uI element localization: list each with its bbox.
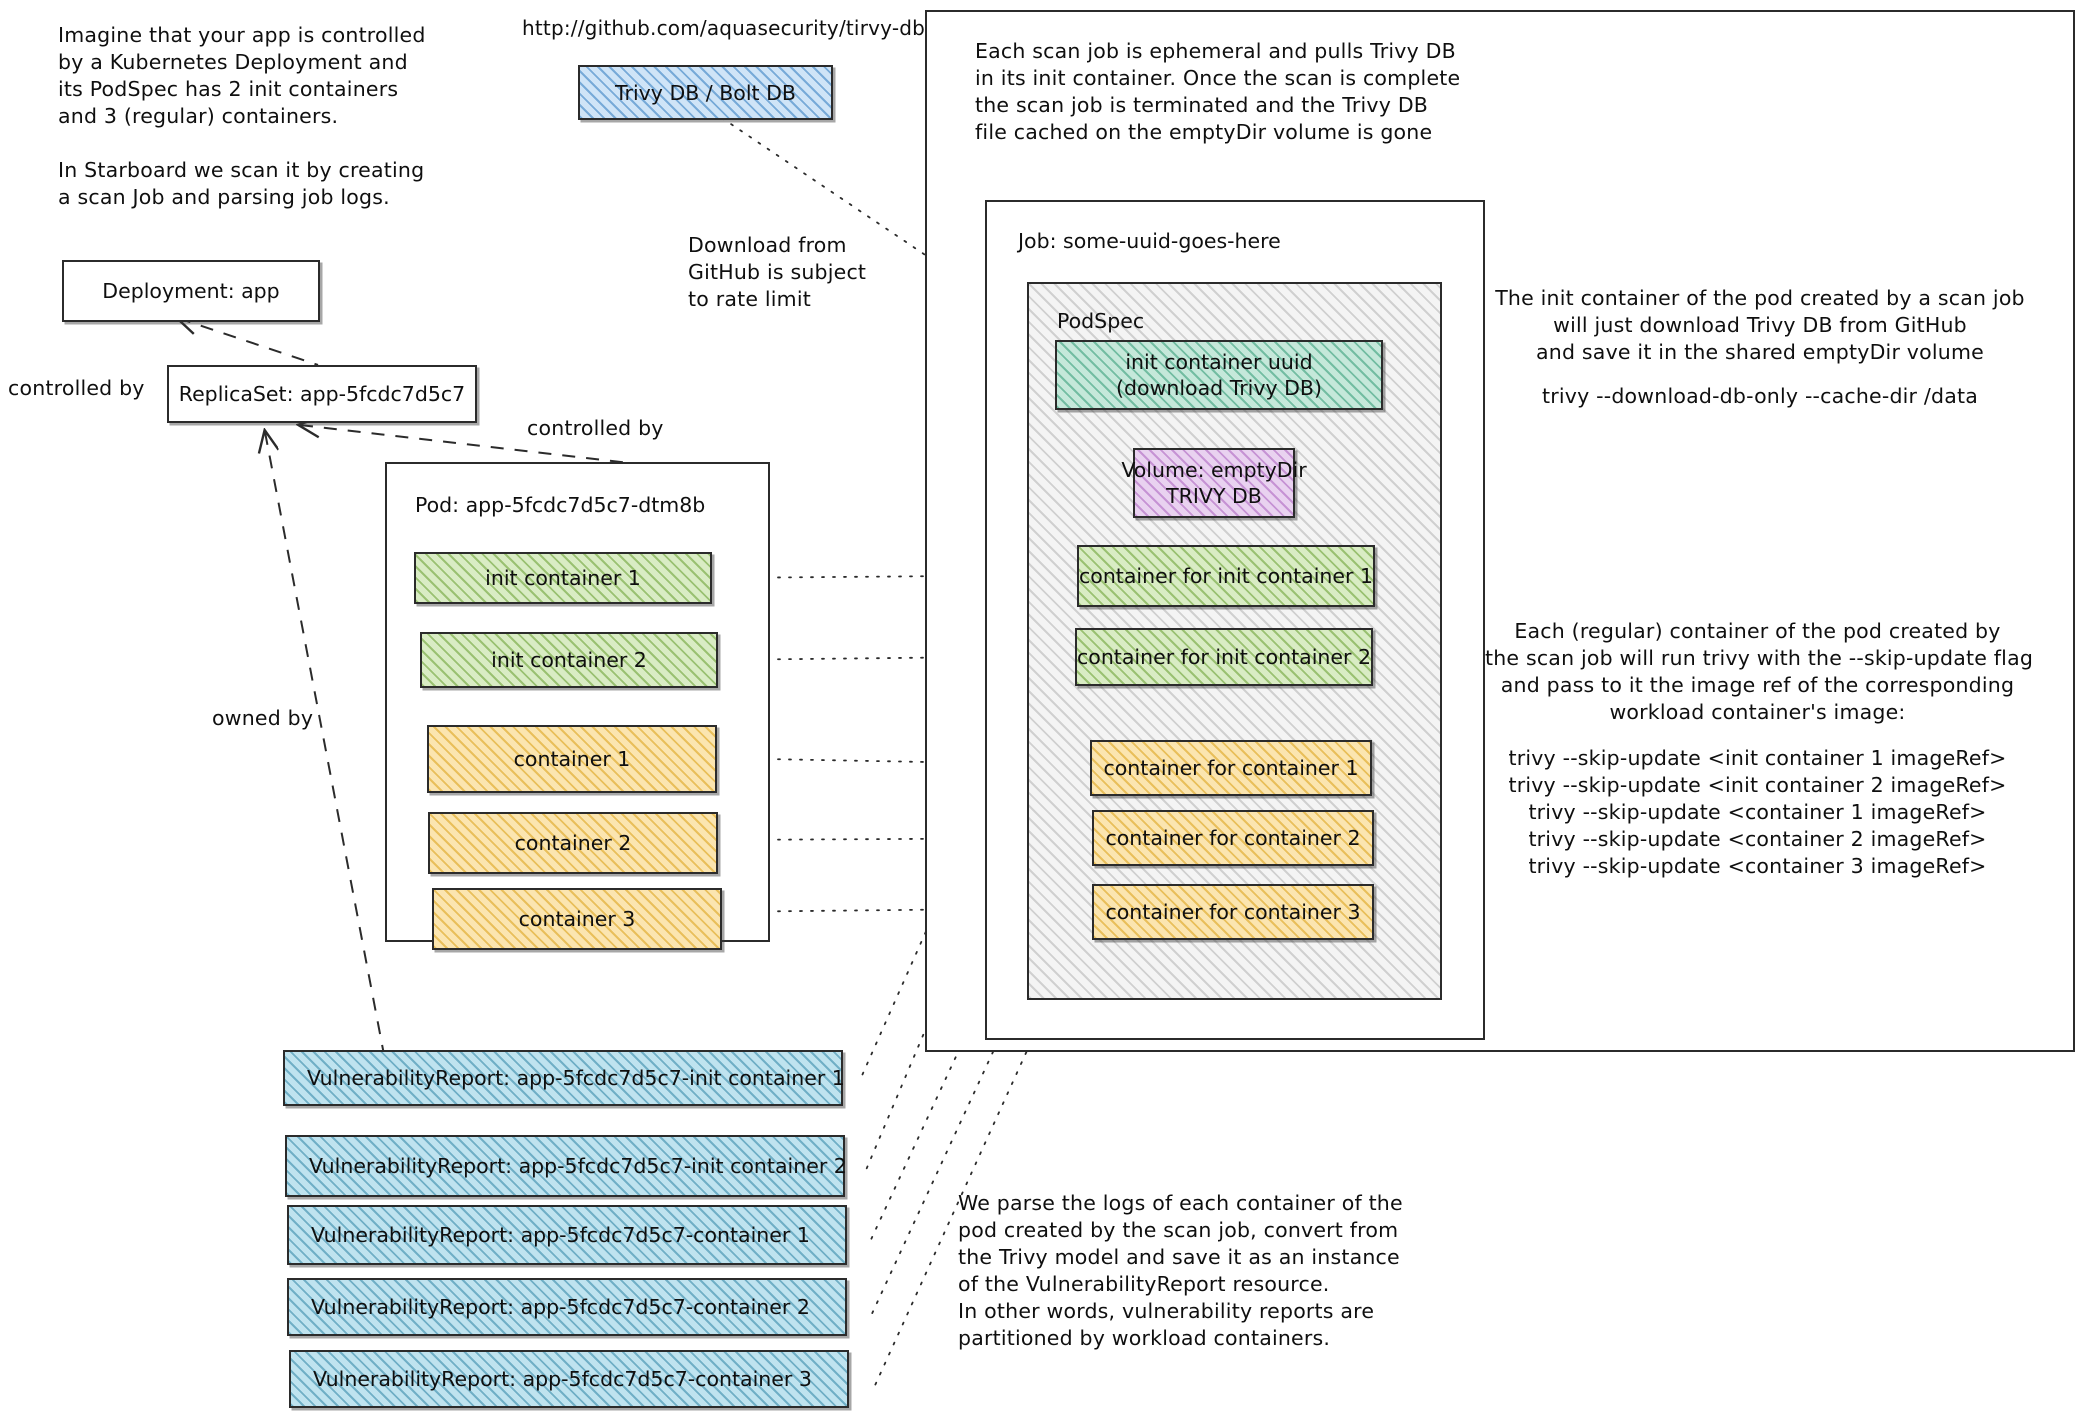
regular-container-commands: trivy --skip-update <init container 1 im… <box>1508 746 2007 878</box>
scanner-for-container-1[interactable]: container for container 1 <box>1090 740 1372 796</box>
scanner-for-init-container-1[interactable]: container for init container 1 <box>1077 545 1375 607</box>
scanner-for-init-container-2[interactable]: container for init container 2 <box>1075 628 1373 686</box>
vulnerability-report-3[interactable]: VulnerabilityReport: app-5fcdc7d5c7-cont… <box>287 1205 847 1265</box>
regular-container-explainer-note: Each (regular) container of the pod crea… <box>1485 619 2034 724</box>
init-container-explainer-note: The init container of the pod created by… <box>1495 286 2025 364</box>
vulnerability-report-1[interactable]: VulnerabilityReport: app-5fcdc7d5c7-init… <box>283 1050 845 1106</box>
ephemeral-job-note: Each scan job is ephemeral and pulls Tri… <box>975 39 1461 144</box>
edge-label-owned-by: owned by <box>212 706 314 730</box>
pod-init-container-2[interactable]: init container 2 <box>420 632 718 688</box>
scan-init-container[interactable]: init container uuid (download Trivy DB) <box>1055 340 1383 410</box>
pod-container-2[interactable]: container 2 <box>428 812 718 874</box>
parse-logs-note: We parse the logs of each container of t… <box>958 1191 1403 1350</box>
vulnerability-report-2[interactable]: VulnerabilityReport: app-5fcdc7d5c7-init… <box>285 1135 847 1197</box>
trivy-db-box[interactable]: Trivy DB / Bolt DB <box>578 65 833 120</box>
pod-title: Pod: app-5fcdc7d5c7-dtm8b <box>415 493 706 517</box>
vulnerability-report-4[interactable]: VulnerabilityReport: app-5fcdc7d5c7-cont… <box>287 1278 847 1336</box>
pod-container-1[interactable]: container 1 <box>427 725 717 793</box>
job-title: Job: some-uuid-goes-here <box>1018 229 1281 253</box>
scanner-for-container-2[interactable]: container for container 2 <box>1092 810 1374 866</box>
vulnerability-report-5[interactable]: VulnerabilityReport: app-5fcdc7d5c7-cont… <box>289 1350 849 1408</box>
trivy-db-url: http://github.com/aquasecurity/tirvy-db <box>522 16 926 40</box>
scan-volume-emptydir[interactable]: Volume: emptyDir TRIVY DB <box>1121 448 1307 518</box>
edge-label-controlled-by-deployment: controlled by <box>8 376 145 400</box>
init-container-command: trivy --download-db-only --cache-dir /da… <box>1542 384 1978 408</box>
edge-label-controlled-by-replicaset: controlled by <box>527 416 664 440</box>
replicaset-box[interactable]: ReplicaSet: app-5fcdc7d5c7 <box>167 365 477 423</box>
podspec-title: PodSpec <box>1057 309 1145 333</box>
download-rate-limit-note: Download from GitHub is subject to rate … <box>688 233 867 311</box>
pod-container-3[interactable]: container 3 <box>432 888 722 950</box>
scanner-for-container-3[interactable]: container for container 3 <box>1092 884 1374 940</box>
pod-init-container-1[interactable]: init container 1 <box>414 552 712 604</box>
intro-note: Imagine that your app is controlled by a… <box>58 23 426 209</box>
deployment-box[interactable]: Deployment: app <box>62 260 320 322</box>
